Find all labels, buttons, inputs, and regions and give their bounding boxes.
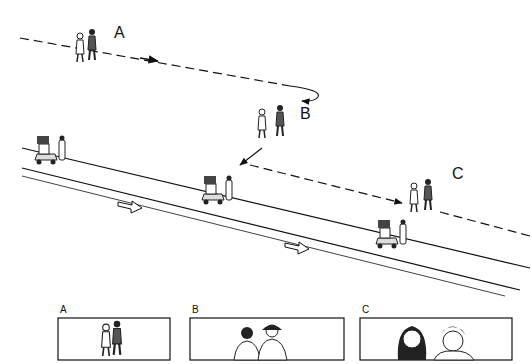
position-letter: B <box>300 106 311 122</box>
frame-letter: A <box>60 305 67 315</box>
position-letter: C <box>452 166 464 182</box>
position-letter: A <box>114 25 125 41</box>
frame-letter: B <box>192 305 199 315</box>
frame-letter: C <box>362 305 369 315</box>
